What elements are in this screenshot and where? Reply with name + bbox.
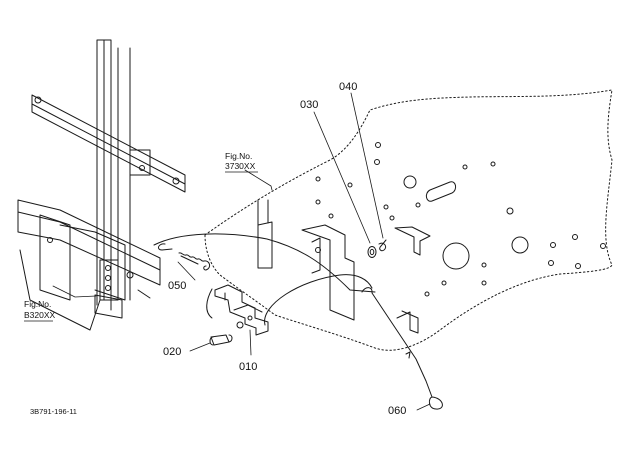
drawing-code: 3B791-196-11 (30, 407, 77, 416)
fig-ref-b320-line1: Fig.No. (24, 299, 51, 309)
bracket-010 (214, 284, 269, 336)
label-010: 010 (239, 361, 257, 373)
label-060: 060 (388, 405, 406, 417)
fig-ref-3730-line2: 3730XX (225, 161, 256, 171)
floor-plate (204, 89, 613, 351)
fig-ref-b320-line2: B320XX (24, 310, 56, 320)
spring-050 (157, 243, 211, 271)
clip-040 (378, 239, 387, 252)
label-030: 030 (300, 99, 318, 111)
fig-ref-3730-line1: Fig.No. (225, 151, 252, 161)
frame-assembly (17, 39, 186, 331)
bolt-020 (209, 334, 233, 346)
rod-060 (361, 287, 443, 410)
washer-030 (367, 246, 377, 258)
label-020: 020 (163, 346, 181, 358)
label-040: 040 (339, 81, 357, 93)
leader-lines (52, 92, 431, 411)
label-050: 050 (168, 280, 186, 292)
cable (153, 233, 376, 326)
